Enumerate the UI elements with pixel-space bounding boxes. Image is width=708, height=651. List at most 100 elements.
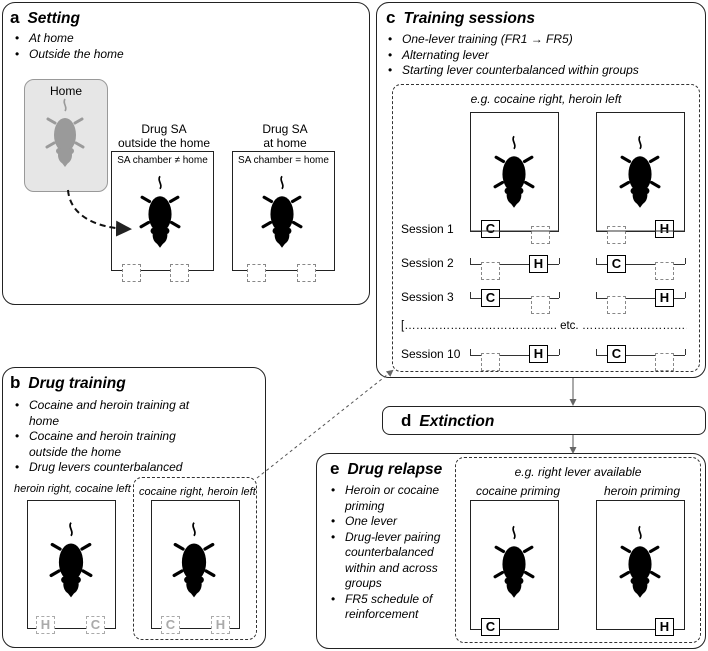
panel-a-bullets: At home Outside the home	[14, 31, 314, 62]
heroin-lever: H	[36, 616, 55, 634]
cocaine-lever: C	[481, 618, 500, 636]
panel-b-letter: b	[10, 373, 21, 392]
panel-b-bullets: Cocaine and heroin training at home Coca…	[14, 398, 194, 476]
panel-e-dashed-group	[455, 457, 701, 643]
session-label: Session 10	[401, 347, 461, 361]
lever-placeholder	[122, 264, 141, 282]
bullet: One lever	[330, 514, 446, 530]
bullet: Cocaine and heroin training at home	[14, 398, 194, 429]
panel-c-dashed-group	[392, 84, 700, 372]
panel-e-title: e Drug relapse	[330, 459, 442, 479]
panel-a-title: a Setting	[10, 8, 80, 28]
cocaine-lever: C	[607, 255, 626, 273]
lever-placeholder	[655, 353, 674, 371]
rat-icon	[493, 134, 535, 210]
heroin-lever: H	[529, 345, 548, 363]
panel-a-letter: a	[10, 8, 20, 27]
chamber1-label: SA chamber ≠ home	[117, 155, 208, 166]
heroin-lever: H	[655, 220, 674, 238]
home-label: Home	[49, 84, 82, 98]
rat-icon	[619, 134, 661, 210]
panel-c-example-label: e.g. cocaine right, heroin left	[470, 92, 622, 106]
rat-icon	[45, 97, 85, 169]
cocaine-lever: C	[481, 289, 500, 307]
panel-c-title-text: Training sessions	[403, 10, 535, 27]
rail	[470, 298, 559, 299]
rail	[596, 298, 685, 299]
panel-c-letter: c	[386, 8, 396, 27]
rail-tick	[685, 292, 686, 298]
panel-c-title: c Training sessions	[386, 8, 535, 28]
panel-b-dashed-group	[133, 477, 257, 640]
panel-b-right-label: cocaine right, heroin left	[139, 486, 256, 498]
rat-icon	[619, 524, 661, 600]
rail-tick	[559, 292, 560, 298]
panel-c-bullets: One-lever training (FR1 → FR5) Alternati…	[387, 32, 705, 79]
session-label: Session 3	[401, 290, 454, 304]
panel-d-letter: d	[401, 411, 412, 430]
panel-e-right-label: heroin priming	[603, 484, 681, 498]
bullet: Starting lever counterbalanced within gr…	[387, 63, 705, 79]
lever-placeholder	[170, 264, 189, 282]
lever-placeholder	[481, 262, 500, 280]
session-label: Session 1	[401, 222, 454, 236]
rail-tick	[470, 292, 471, 298]
rail-tick	[596, 292, 597, 298]
rail-tick	[470, 258, 471, 264]
bullet: Alternating lever	[387, 48, 705, 64]
lever-placeholder	[607, 296, 626, 314]
heroin-lever: H	[211, 616, 230, 634]
lever-placeholder	[297, 264, 316, 282]
rat-icon	[49, 520, 93, 600]
bullet: FR5 schedule of reinforcement	[330, 592, 446, 623]
rail	[596, 355, 685, 356]
rail-tick	[559, 349, 560, 355]
bullet: At home	[14, 31, 314, 47]
lever-placeholder	[531, 296, 550, 314]
bullet: Outside the home	[14, 47, 314, 63]
heroin-lever: H	[529, 255, 548, 273]
bullet: Drug levers counterbalanced	[14, 460, 194, 476]
panel-b-title: b Drug training	[10, 373, 126, 393]
rail	[470, 264, 559, 265]
panel-e-example-label: e.g. right lever available	[514, 465, 642, 479]
cocaine-lever: C	[86, 616, 105, 634]
rail	[470, 355, 559, 356]
panel-e-title-text: Drug relapse	[347, 461, 443, 478]
panel-d	[382, 406, 706, 435]
rail-tick	[559, 258, 560, 264]
heroin-lever: H	[655, 618, 674, 636]
etc-line: […………………………………. etc. …………………………]	[401, 320, 687, 332]
heroin-lever: H	[655, 289, 674, 307]
panel-e-bullets: Heroin or cocaine priming One lever Drug…	[330, 483, 446, 623]
connector-line	[256, 369, 394, 479]
panel-b-left-label: heroin right, cocaine left	[14, 483, 131, 495]
rat-icon	[493, 524, 535, 600]
rail-tick	[470, 349, 471, 355]
session-label: Session 2	[401, 256, 454, 270]
rat-icon	[261, 174, 303, 250]
bullet: Heroin or cocaine priming	[330, 483, 446, 514]
bullet: Cocaine and heroin training outside the …	[14, 429, 194, 460]
rail-tick	[685, 349, 686, 355]
rail-tick	[685, 258, 686, 264]
chamber2-label: SA chamber = home	[238, 155, 329, 166]
rail-tick	[596, 258, 597, 264]
bullet: One-lever training (FR1 → FR5)	[387, 32, 705, 48]
cocaine-lever: C	[161, 616, 180, 634]
lever-placeholder	[655, 262, 674, 280]
lever-placeholder	[247, 264, 266, 282]
rail	[596, 264, 685, 265]
panel-e-letter: e	[330, 459, 340, 478]
panel-e-left-label: cocaine priming	[475, 484, 561, 498]
col1-title: Drug SA outside the home	[117, 122, 211, 150]
panel-b-title-text: Drug training	[28, 375, 126, 392]
rat-icon	[139, 174, 181, 250]
cocaine-lever: C	[607, 345, 626, 363]
rail-tick	[596, 349, 597, 355]
panel-a-title-text: Setting	[27, 10, 80, 27]
col2-title: Drug SA at home	[262, 122, 308, 150]
lever-placeholder	[481, 353, 500, 371]
